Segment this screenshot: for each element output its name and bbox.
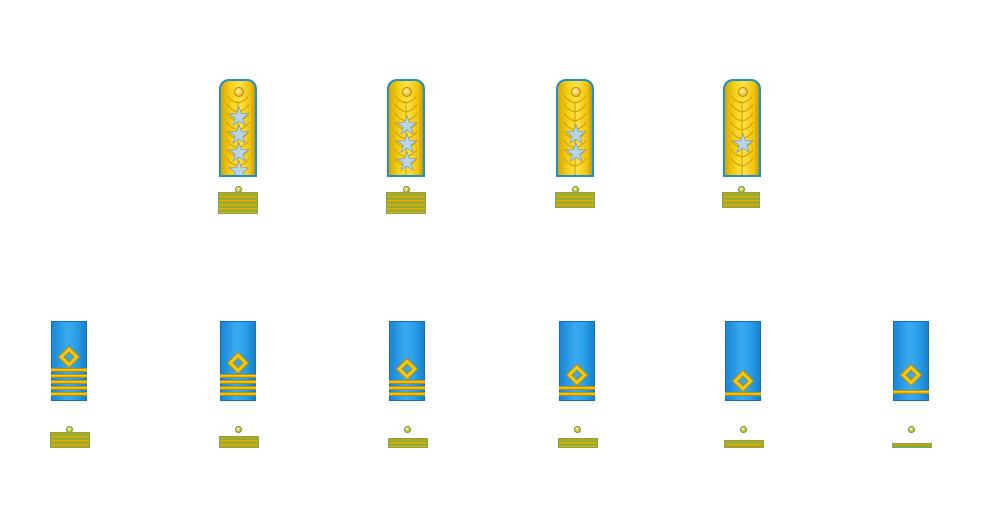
star-icon — [396, 133, 418, 154]
bar-knob-icon — [574, 426, 581, 433]
star-icon — [732, 133, 754, 154]
rank-stripe — [389, 386, 425, 390]
rank-stripe — [893, 390, 929, 394]
star-icon — [228, 124, 250, 145]
rank-board — [389, 321, 425, 401]
oak-leaves-icon — [563, 94, 587, 175]
bar-knob-icon — [908, 426, 915, 433]
rank-stripe — [220, 386, 256, 390]
shoulder-board — [219, 79, 257, 177]
rank-stripe — [220, 374, 256, 378]
rank-board — [220, 321, 256, 401]
shoulder-board — [387, 79, 425, 177]
star-icon — [228, 142, 250, 163]
rank-stripe — [51, 368, 87, 372]
star-icon — [228, 160, 250, 175]
board-button — [402, 87, 412, 97]
rank-bar — [558, 438, 598, 448]
rank-stripe — [51, 380, 87, 384]
diamond-icon — [397, 359, 417, 379]
star-icon — [565, 124, 587, 145]
rank-stripe — [51, 386, 87, 390]
rank-stripe — [51, 374, 87, 378]
diamond-icon — [901, 365, 921, 385]
diamond-icon — [228, 353, 248, 373]
rank-stripe — [220, 392, 256, 396]
star-icon — [565, 142, 587, 163]
rank-bar — [386, 192, 426, 214]
rank-board — [893, 321, 929, 401]
rank-stripe — [559, 392, 595, 396]
shoulder-board — [556, 79, 594, 177]
diamond-icon — [59, 347, 79, 367]
rank-stripe — [389, 380, 425, 384]
rank-bar — [892, 443, 932, 448]
rank-bar — [219, 436, 259, 448]
rank-bar — [388, 438, 428, 448]
board-button — [234, 87, 244, 97]
rank-bar — [50, 432, 90, 448]
rank-board — [559, 321, 595, 401]
shoulder-board — [723, 79, 761, 177]
oak-leaves-icon — [226, 94, 250, 175]
rank-stripe — [220, 380, 256, 384]
rank-bar — [722, 192, 760, 208]
diamond-icon — [567, 365, 587, 385]
diamond-icon — [733, 371, 753, 391]
star-icon — [396, 115, 418, 136]
rank-board — [51, 321, 87, 401]
board-button — [571, 87, 581, 97]
bar-knob-icon — [740, 426, 747, 433]
bar-knob-icon — [404, 426, 411, 433]
rank-stripe — [559, 386, 595, 390]
board-button — [738, 87, 748, 97]
rank-board — [725, 321, 761, 401]
oak-leaves-icon — [730, 94, 754, 175]
rank-bar — [555, 192, 595, 208]
star-icon — [228, 106, 250, 127]
rank-bar — [218, 192, 258, 214]
star-icon — [396, 151, 418, 172]
bar-knob-icon — [235, 426, 242, 433]
rank-stripe — [725, 392, 761, 396]
rank-bar — [724, 440, 764, 448]
rank-stripe — [51, 392, 87, 396]
rank-stripe — [389, 392, 425, 396]
oak-leaves-icon — [394, 94, 418, 175]
